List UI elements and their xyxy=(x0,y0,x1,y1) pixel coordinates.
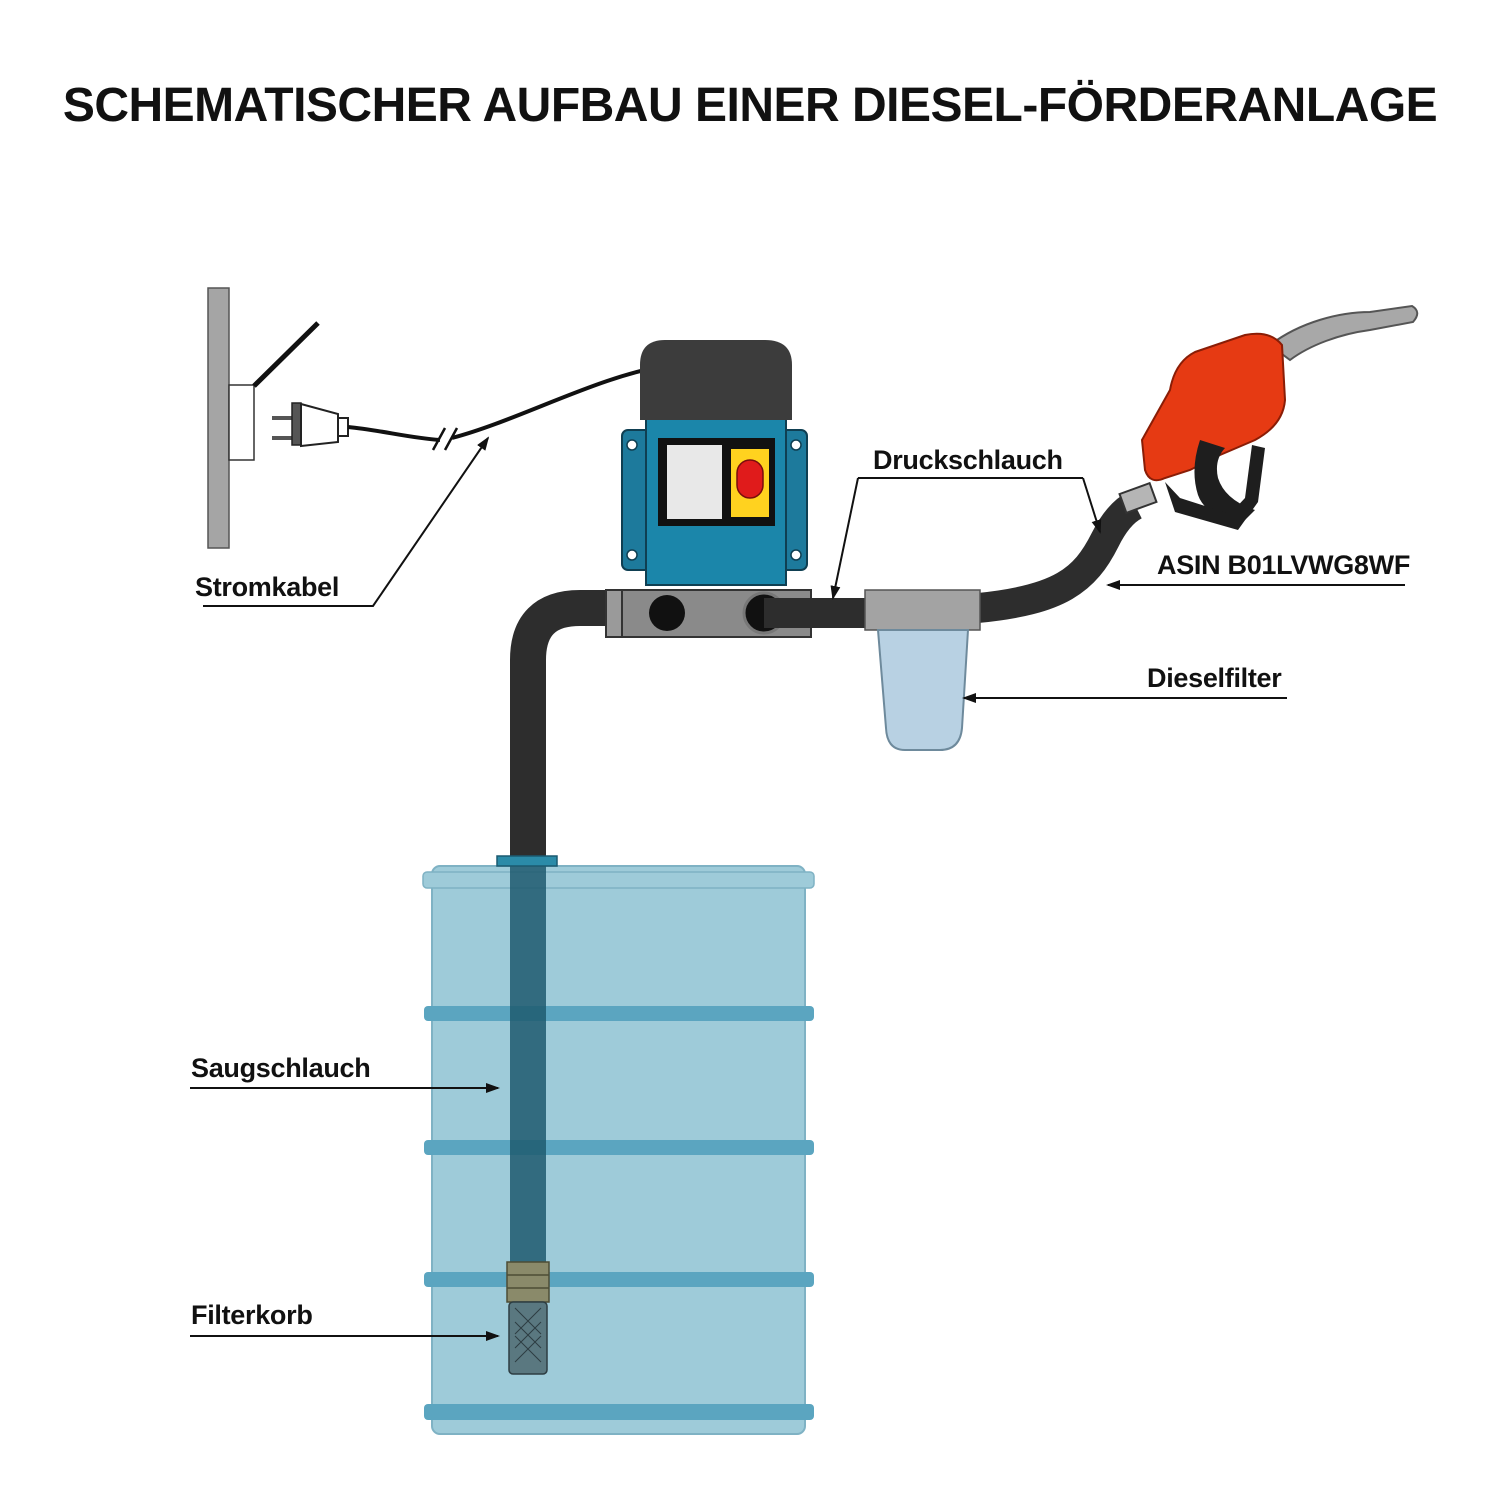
barrel-top-rim xyxy=(422,871,815,889)
power-switch xyxy=(736,459,764,499)
label-druckschlauch: Druckschlauch xyxy=(873,445,1063,475)
filter-head xyxy=(864,589,981,631)
callout-druckschlauch xyxy=(830,477,1102,600)
wall xyxy=(207,287,230,549)
basket-mesh xyxy=(508,1301,548,1375)
suction-hose-lower xyxy=(510,866,546,1266)
diagram-title: SCHEMATISCHER AUFBAU EINER DIESEL-FÖRDER… xyxy=(62,79,1438,132)
label-stromkabel: Stromkabel xyxy=(195,572,340,602)
callout-stromkabel xyxy=(203,436,490,607)
label-dieselfilter: Dieselfilter xyxy=(1147,663,1282,693)
barrel-bung xyxy=(496,855,558,867)
label-asin: ASIN B01LVWG8WF xyxy=(1157,550,1411,580)
info-plate xyxy=(667,445,722,519)
diesel-filter xyxy=(864,589,981,751)
pump xyxy=(605,340,812,638)
wall-line xyxy=(252,321,320,388)
barrel-rib xyxy=(424,1006,814,1021)
barrel-bottom-rim xyxy=(424,1404,814,1420)
basket-fitting xyxy=(506,1261,550,1303)
suction-hose-upper xyxy=(510,590,612,860)
nozzle-spout xyxy=(1268,304,1419,362)
barrel-rib xyxy=(424,1272,814,1287)
filter-bowl xyxy=(876,629,970,751)
barrel-rib xyxy=(424,1140,814,1155)
nozzle-guard xyxy=(1165,445,1265,530)
fuel-nozzle-icon xyxy=(1118,304,1419,530)
plug-icon xyxy=(272,402,349,448)
label-saugschlauch: Saugschlauch xyxy=(191,1053,371,1083)
barrel xyxy=(422,855,815,1435)
socket-box xyxy=(228,384,255,461)
pump-motor-cap xyxy=(640,340,792,420)
filter-basket xyxy=(506,1261,550,1375)
inlet-port xyxy=(649,595,685,631)
label-filterkorb: Filterkorb xyxy=(191,1300,313,1330)
nozzle-swivel xyxy=(1118,481,1158,515)
pressure-hose-long xyxy=(976,491,1143,623)
wall-socket xyxy=(207,287,320,549)
